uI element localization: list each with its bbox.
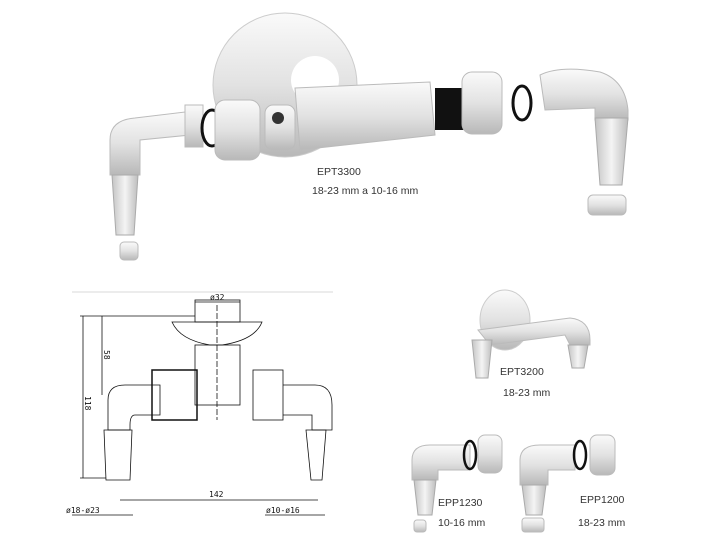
ept3300-code: EPT3300 <box>317 166 361 178</box>
epp1200-code: EPP1200 <box>580 494 625 506</box>
ept3200-code: EPT3200 <box>500 366 544 378</box>
technical-drawing <box>72 291 333 516</box>
epp1230-product-image <box>411 434 503 533</box>
dim-height-inner: 58 <box>102 350 111 360</box>
dim-width: 142 <box>209 490 224 499</box>
epp1230-code: EPP1230 <box>438 497 483 509</box>
dim-height-total: 118 <box>83 396 92 411</box>
epp1200-product-image <box>519 434 616 533</box>
epp1200-range: 18-23 mm <box>578 517 626 529</box>
epp1230-range: 10-16 mm <box>438 517 486 529</box>
dim-right-hose: ø10-ø16 <box>266 506 300 515</box>
dim-left-hose: ø18-ø23 <box>66 506 100 515</box>
ept3200-product-image <box>471 289 591 379</box>
dim-top: ø32 <box>210 293 225 302</box>
ept3200-range: 18-23 mm <box>503 387 551 399</box>
ept3300-range: 18-23 mm a 10-16 mm <box>312 185 419 197</box>
ept3300-exploded-view <box>109 12 629 261</box>
